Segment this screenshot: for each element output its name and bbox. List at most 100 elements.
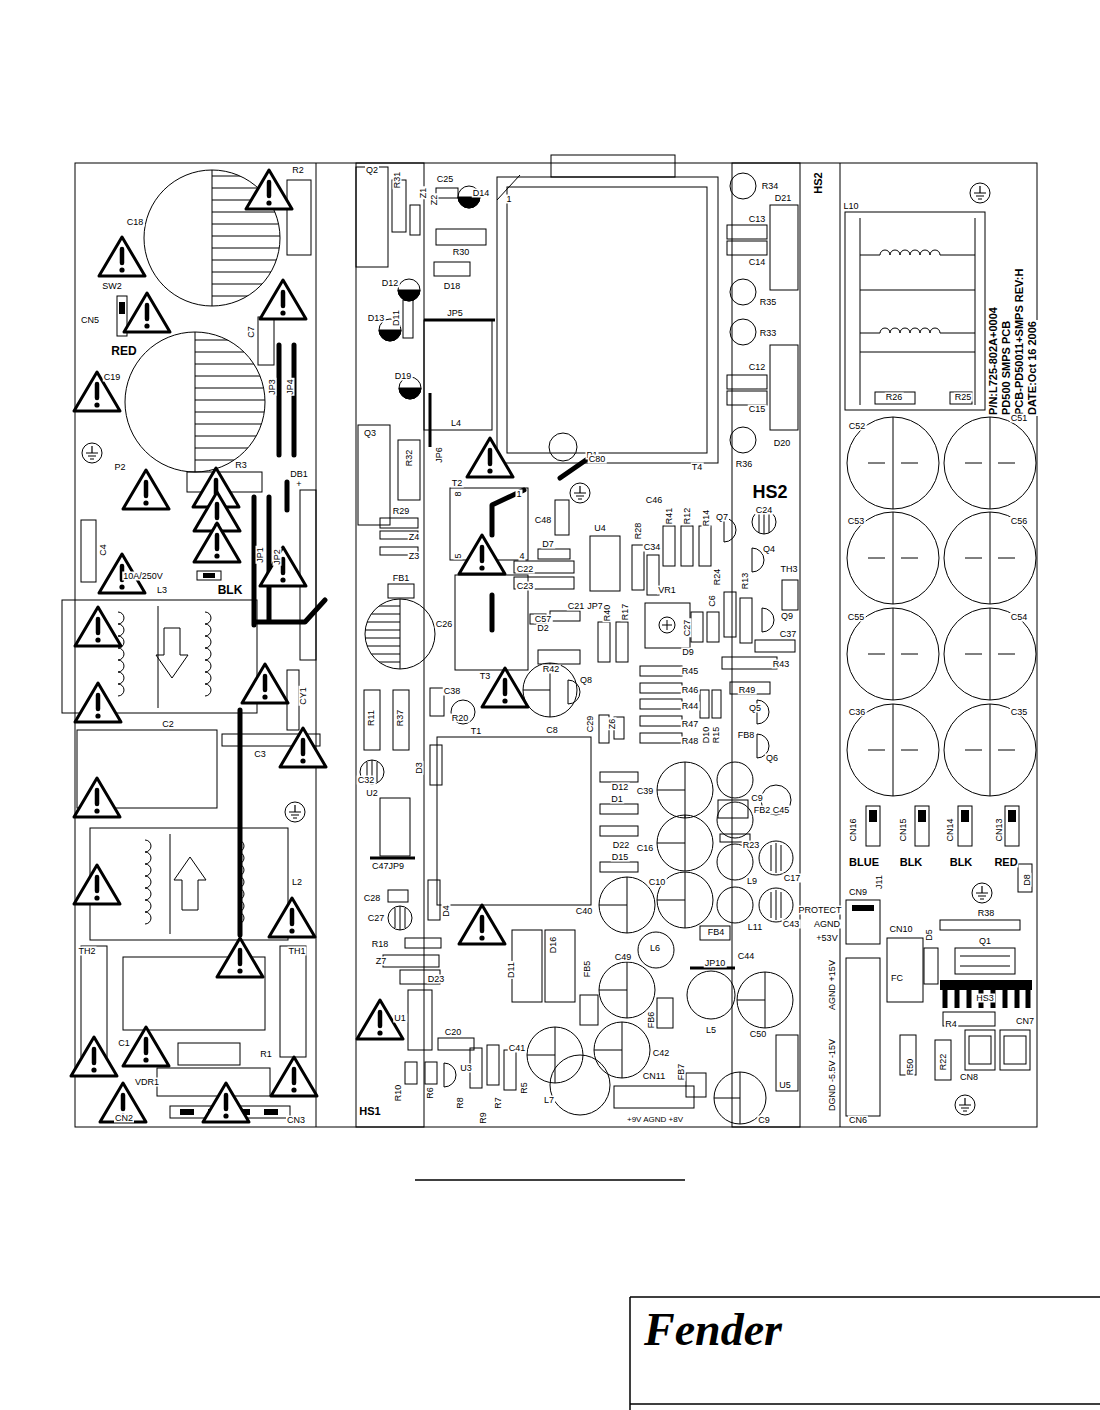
- board-outline: [630, 1297, 1100, 1410]
- part-label: TH2: [77, 947, 96, 956]
- part-label: SW2: [101, 282, 123, 291]
- part-label: R24: [713, 568, 722, 587]
- component-outline: [663, 526, 675, 566]
- component-outline: [616, 622, 628, 662]
- component-outline: [730, 682, 770, 694]
- warning-triangle: [194, 523, 240, 562]
- warning-triangle: [459, 535, 505, 574]
- component-outline: [640, 733, 682, 743]
- part-label: J11: [875, 874, 884, 890]
- pin-mark: [264, 1109, 278, 1115]
- round-part: [451, 700, 475, 724]
- part-label: C3: [253, 750, 267, 759]
- part-label: D8: [1023, 873, 1032, 887]
- part-label: C49: [614, 953, 633, 962]
- component-outline: [657, 998, 673, 1028]
- part-label: TH3: [779, 565, 798, 574]
- component-outline: [81, 520, 96, 582]
- part-label: D12: [381, 279, 400, 288]
- part-label: P2: [113, 463, 126, 472]
- component-outline: [958, 806, 972, 846]
- warning-triangle: [74, 778, 120, 817]
- warning-triangle: [74, 865, 120, 904]
- component-outline: [662, 620, 672, 630]
- part-label: C35: [1010, 708, 1029, 717]
- component-outline: [436, 188, 458, 198]
- part-label: R8: [456, 1096, 465, 1110]
- part-label: JP5: [446, 309, 464, 318]
- part-label: D18: [443, 282, 462, 291]
- warning-triangle: [75, 607, 121, 646]
- warning-triangle: [271, 1057, 317, 1096]
- part-label: R11: [367, 709, 376, 727]
- part-label: 1: [515, 490, 522, 499]
- part-label: R2: [291, 166, 305, 175]
- component-outline: [425, 1062, 437, 1084]
- part-label: JP3: [268, 378, 277, 396]
- warning-triangle: [260, 280, 306, 319]
- capacitor-hatch: [360, 599, 400, 669]
- component-outline: [866, 806, 880, 846]
- part-label: R30: [452, 248, 471, 257]
- part-label: D22: [612, 841, 631, 850]
- component-outline: [640, 716, 682, 726]
- component-outline: [590, 536, 620, 591]
- part-label: D13: [367, 314, 386, 323]
- component-outline: [555, 500, 569, 535]
- round-part: [360, 173, 793, 1115]
- part-label: D10: [702, 726, 711, 745]
- part-label: C43: [782, 920, 801, 929]
- component-outline: [550, 611, 580, 621]
- component-outline: [782, 580, 798, 610]
- coil-drawing: [156, 628, 188, 678]
- component-outline: [428, 880, 440, 920]
- part-label: D1: [610, 795, 624, 804]
- part-label: C51: [1010, 414, 1029, 423]
- part-label: C27: [683, 619, 692, 638]
- component-outline: [487, 1045, 499, 1085]
- component-outline: [600, 862, 638, 872]
- part-label: C12: [748, 363, 767, 372]
- part-label: C45: [772, 806, 791, 815]
- part-label: C48: [534, 516, 553, 525]
- warning-triangle: [246, 170, 292, 209]
- component-outline: [545, 930, 575, 1002]
- part-label: 8: [454, 490, 463, 497]
- component-outline: [197, 571, 221, 580]
- part-label: R41: [665, 507, 674, 526]
- part-label: C4: [99, 543, 108, 557]
- component-outline: [960, 956, 1010, 966]
- part-label: D12: [611, 783, 630, 792]
- warning-triangle: [100, 1083, 146, 1122]
- warning-triangle: [99, 237, 145, 276]
- warning-triangle: [203, 1083, 249, 1122]
- part-label: CN9: [848, 888, 868, 897]
- component-outline: [551, 155, 675, 177]
- component-outline: [514, 561, 574, 573]
- pin-mark: [961, 810, 969, 822]
- part-label: CN16: [849, 817, 858, 842]
- component-outline: [178, 1043, 240, 1065]
- part-label: FB6: [647, 1011, 656, 1030]
- component-outline: [436, 229, 486, 245]
- part-label: C7: [247, 325, 256, 339]
- part-label: R7: [494, 1096, 503, 1110]
- part-label: C17: [783, 874, 802, 883]
- ground-symbol: [285, 802, 305, 822]
- part-label: C8: [545, 726, 559, 735]
- part-label: PROTECT: [797, 906, 842, 915]
- component-outline: [438, 1038, 474, 1050]
- part-label: R50: [906, 1058, 915, 1077]
- part-label: C34: [643, 543, 662, 552]
- ground-symbol: [82, 443, 102, 463]
- board-outline: [732, 163, 800, 1127]
- brand-logo: Fender: [644, 1305, 790, 1356]
- warning-triangle: [124, 293, 170, 332]
- part-label: C21: [567, 602, 586, 611]
- board-outline: [75, 163, 1100, 1410]
- warning-triangle: [467, 438, 513, 477]
- component-outline: [507, 187, 707, 453]
- component-outline: [405, 938, 441, 948]
